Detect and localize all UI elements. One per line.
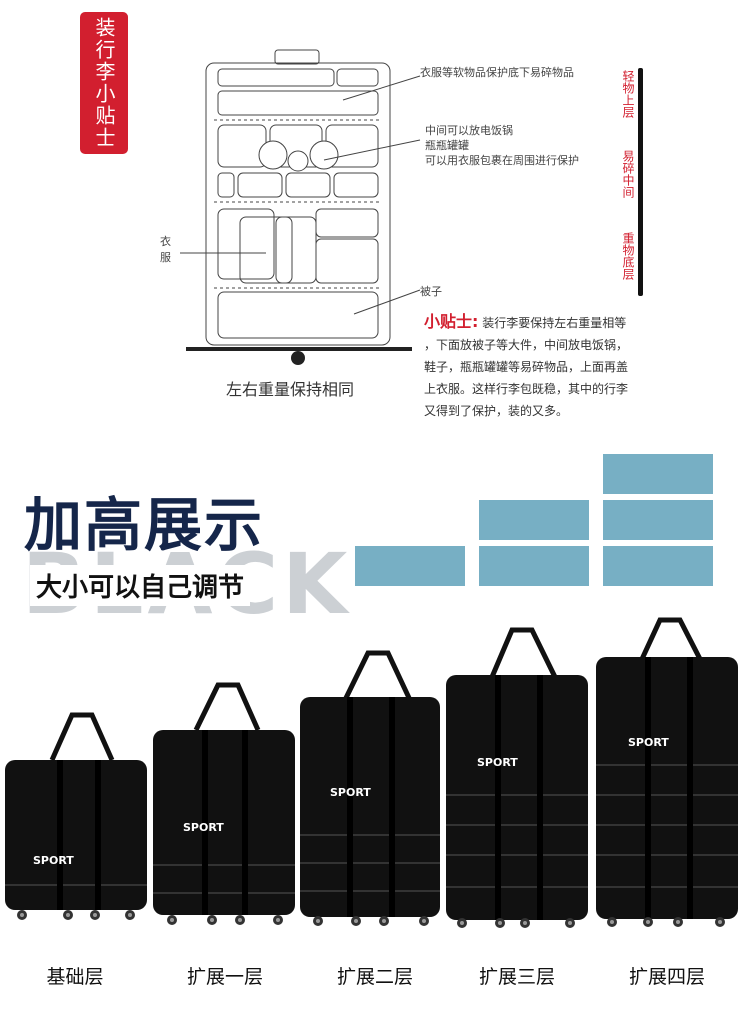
bag-caption-extend-1: 扩展一层: [186, 966, 263, 988]
tip-line-3: 鞋子，瓶瓶罐罐等易碎物品，上面再盖: [424, 360, 629, 374]
callout-middle-2: 瓶瓶罐罐: [425, 139, 469, 152]
layer-label-bottom: 重物底层: [621, 232, 635, 280]
stair-block: [603, 500, 713, 540]
bag-extend-4: SPORT: [596, 617, 738, 927]
bag-extend-2: SPORT: [300, 650, 440, 926]
tip-paragraph: 小贴士: 装行李要保持左右重量相等 ，下面放被子等大件，中间放电饭锅， 鞋子，瓶…: [424, 311, 656, 422]
stair-block: [479, 546, 589, 586]
tip-line-2: ，下面放被子等大件，中间放电饭锅，: [424, 338, 629, 352]
tip-line-1: 装行李要保持左右重量相等: [482, 316, 627, 330]
bag-brand-label: SPORT: [330, 786, 371, 799]
bag-caption-extend-2: 扩展二层: [336, 966, 413, 988]
layer-label-top: 轻物上层: [621, 70, 635, 118]
callout-left: 衣服: [160, 235, 171, 264]
bags-illustration: SPORT SPORT SPORT SPORT: [5, 617, 738, 928]
callout-lines: [180, 75, 421, 315]
bag-brand-label: SPORT: [628, 736, 669, 749]
callout-top: 衣服等软物品保护底下易碎物品: [420, 66, 574, 79]
bag-brand-label: SPORT: [477, 756, 518, 769]
bag-base: SPORT: [5, 712, 147, 920]
stair-block: [479, 500, 589, 540]
suitcase-diagram: [186, 49, 412, 365]
layer-label-middle: 易碎中间: [621, 150, 635, 198]
bag-brand-label: SPORT: [33, 854, 74, 867]
suitcase-handle: [274, 49, 320, 65]
balance-label: 左右重量保持相同: [226, 380, 355, 399]
showcase-title: 加高展示: [24, 491, 265, 559]
stair-block: [603, 454, 713, 494]
callout-middle-3: 可以用衣服包裹在周围进行保护: [425, 154, 579, 167]
balance-pivot: [291, 351, 305, 365]
bag-caption-base: 基础层: [46, 966, 104, 988]
tips-tag: 装行李小贴士: [80, 12, 128, 154]
callout-bottom: 被子: [420, 285, 442, 298]
bag-extend-3: SPORT: [446, 627, 588, 928]
tip-line-5: 又得到了保护，装的又多。: [424, 404, 569, 418]
tip-line-4: 上衣服。这样行李包既稳，其中的行李: [424, 382, 629, 396]
stair-block: [603, 546, 713, 586]
layer-divider-bar: [638, 68, 643, 296]
bag-extend-1: SPORT: [153, 682, 295, 925]
showcase-subtitle: 大小可以自己调节: [30, 565, 251, 606]
suitcase-body: [205, 62, 391, 346]
callout-middle-1: 中间可以放电饭锅: [425, 124, 513, 137]
tip-title: 小贴士:: [424, 312, 479, 331]
bag-brand-label: SPORT: [183, 821, 224, 834]
bag-caption-extend-3: 扩展三层: [478, 966, 555, 988]
bag-caption-extend-4: 扩展四层: [628, 966, 705, 988]
balance-bar: [186, 347, 412, 351]
stair-block: [355, 546, 465, 586]
